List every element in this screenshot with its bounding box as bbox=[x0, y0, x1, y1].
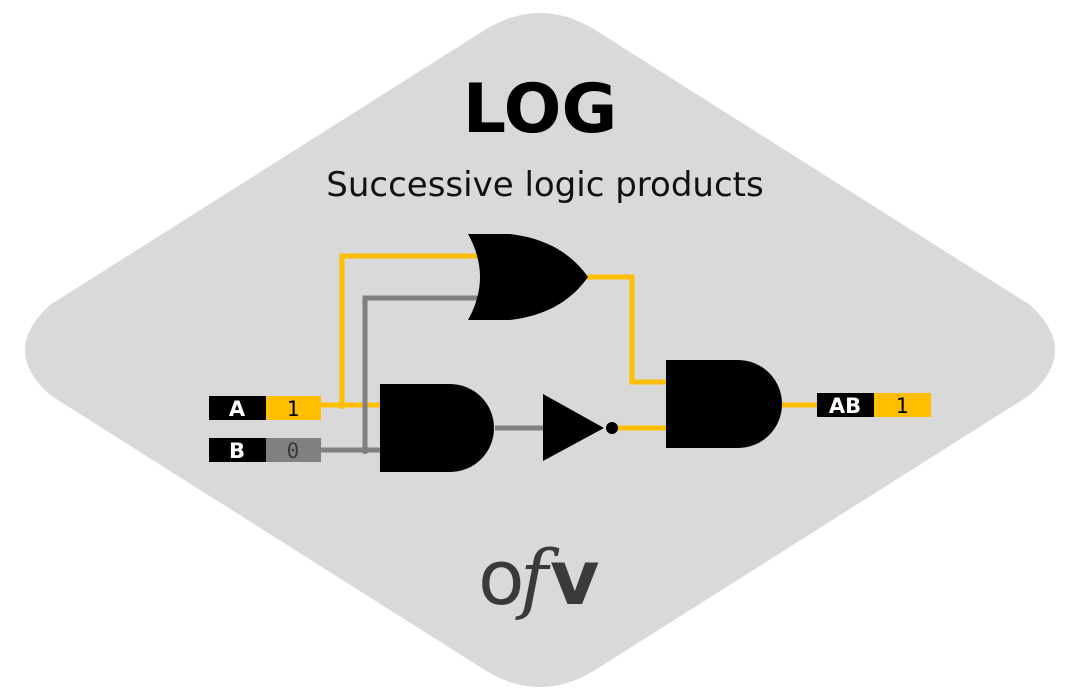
junction-b bbox=[361, 446, 369, 454]
junction-a bbox=[338, 401, 346, 409]
logo-letter-v: v bbox=[550, 533, 600, 622]
input-pin-b-value: 0 bbox=[287, 439, 300, 463]
page-subtitle: Successive logic products bbox=[326, 165, 763, 205]
input-pin-a-label: A bbox=[229, 397, 246, 421]
wire-b-to-or bbox=[320, 295, 478, 453]
page-title: LOG bbox=[463, 70, 618, 149]
and-gate-first bbox=[380, 384, 494, 472]
not-gate-bubble bbox=[606, 422, 618, 434]
output-pin-value: 1 bbox=[896, 394, 909, 418]
ofv-logo: o f v bbox=[478, 533, 600, 622]
wires bbox=[320, 253, 818, 453]
input-pin-b: B 0 bbox=[209, 438, 321, 463]
wire-a-to-or bbox=[320, 253, 482, 408]
input-pin-a: A 1 bbox=[209, 396, 321, 421]
or-gate bbox=[468, 234, 588, 320]
output-pin-label: AB bbox=[829, 394, 861, 418]
input-pin-a-value: 1 bbox=[287, 397, 300, 421]
badge-diamond bbox=[25, 13, 1055, 687]
logo-letter-o: o bbox=[478, 533, 525, 622]
output-pin-ab: AB 1 bbox=[817, 393, 931, 418]
and-gate-second bbox=[666, 360, 782, 448]
input-pin-b-label: B bbox=[229, 439, 245, 463]
wire-or-to-and2 bbox=[586, 274, 668, 385]
not-gate bbox=[543, 394, 604, 461]
